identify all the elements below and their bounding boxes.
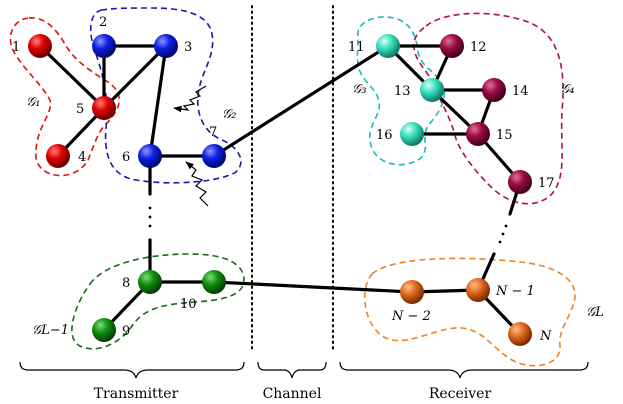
label-group-gLj: 𝒢L [586, 305, 604, 320]
node-9 [92, 318, 116, 342]
label-transmitter: Transmitter [94, 386, 179, 402]
node-7 [202, 144, 226, 168]
node-nm2 [400, 280, 424, 304]
label-node-nm2: N − 2 [391, 309, 431, 324]
label-node-2: 2 [99, 15, 107, 30]
node-3 [154, 34, 178, 58]
label-node-16: 16 [376, 128, 393, 143]
label-node-10: 10 [180, 297, 197, 312]
label-node-nm1: N − 1 [495, 284, 535, 299]
edge-1-5 [38, 44, 106, 110]
node-6 [138, 144, 162, 168]
label-group-g4: 𝒢₄ [560, 82, 574, 97]
node-10 [202, 270, 226, 294]
group-outline-gLjm1 [71, 253, 245, 350]
node-nm1 [466, 278, 490, 302]
node-12 [440, 34, 464, 58]
label-node-8: 8 [122, 276, 130, 291]
brace-channel [257, 361, 327, 379]
label-node-7: 7 [209, 125, 217, 140]
label-node-15: 15 [496, 128, 513, 143]
node-5 [92, 96, 116, 120]
node-13 [420, 78, 444, 102]
edge-3-6 [148, 44, 168, 158]
label-group-g1: 𝒢₁ [26, 95, 40, 110]
label-node-n: N [539, 329, 552, 344]
vertical-ellipsis-transmitter [148, 206, 152, 228]
group-outline-g1 [9, 17, 121, 177]
label-node-12: 12 [470, 40, 487, 55]
label-node-14: 14 [512, 84, 529, 99]
vertical-ellipsis-receiver [498, 224, 508, 244]
label-receiver: Receiver [429, 386, 492, 402]
node-4 [46, 144, 70, 168]
node-n [508, 322, 532, 346]
node-15 [466, 122, 490, 146]
label-channel: Channel [263, 386, 322, 402]
label-group-g3: 𝒢₃ [352, 82, 366, 97]
node-14 [482, 78, 506, 102]
node-16 [400, 122, 424, 146]
label-node-17: 17 [538, 176, 555, 191]
label-group-g2: 𝒢₂ [222, 107, 236, 122]
node-17 [508, 170, 532, 194]
noise-arrow-lower [185, 161, 209, 207]
noise-arrow-upper [173, 85, 207, 113]
node-8 [138, 270, 162, 294]
label-node-13: 13 [394, 84, 411, 99]
edge-3-5 [102, 44, 168, 110]
label-node-6: 6 [122, 150, 130, 165]
brace-transmitter [19, 361, 245, 379]
edge-10-nm2 [212, 280, 414, 294]
group-outline-gLj [363, 257, 576, 367]
node-1 [28, 34, 52, 58]
edge-7-11 [212, 44, 390, 158]
label-node-9: 9 [122, 324, 130, 339]
group-outline-g4 [412, 12, 564, 205]
brace-receiver [339, 361, 589, 379]
label-group-gLjm1: 𝒢L−1 [32, 323, 69, 338]
label-node-5: 5 [76, 102, 84, 117]
label-node-3: 3 [184, 40, 192, 55]
label-node-11: 11 [348, 40, 365, 55]
node-2 [92, 34, 116, 58]
label-node-4: 4 [78, 150, 86, 165]
node-11 [376, 34, 400, 58]
label-node-1: 1 [12, 40, 20, 55]
